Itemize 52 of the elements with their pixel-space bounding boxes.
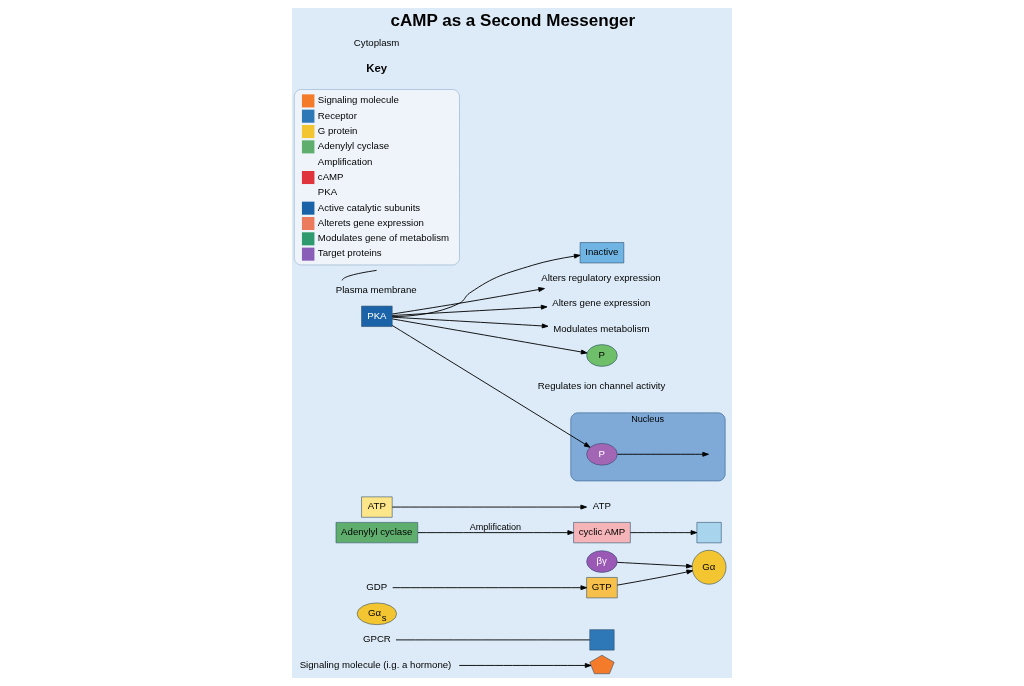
- arrow: [617, 451, 709, 457]
- arrow: [629, 530, 698, 536]
- node-box: [589, 629, 615, 651]
- node-text: Modulates metabolism: [553, 322, 650, 334]
- legend-label: Receptor: [317, 109, 357, 121]
- node-text: Signaling molecule (i.g. a hormone): [299, 658, 452, 670]
- node-box: ATP: [361, 496, 393, 518]
- node-box: Adenylyl cyclase: [335, 522, 419, 544]
- arrow: [391, 253, 581, 318]
- node-text: GDP: [366, 581, 388, 593]
- legend-label: Modulates gene of metabolism: [317, 232, 450, 244]
- arrow: [391, 325, 591, 448]
- legend-label: Active catalytic subunits: [317, 201, 421, 213]
- node-box: PKA: [361, 305, 393, 327]
- node-text: Alters gene expression: [552, 297, 651, 309]
- arrow: [391, 304, 548, 316]
- legend-label: Amplification: [317, 155, 373, 167]
- node-pentagon: [589, 654, 615, 674]
- legend-label: Alterets gene expression: [317, 216, 424, 228]
- arrow: [616, 561, 693, 569]
- arrow: [391, 504, 587, 510]
- node-ellipse: P: [586, 443, 618, 466]
- arrow: [616, 569, 694, 586]
- label: Cytoplasm: [353, 37, 400, 49]
- legend-label: Target proteins: [317, 247, 382, 259]
- legend-label: Signaling molecule: [317, 94, 399, 106]
- node-text: Plasma membrane: [335, 284, 417, 296]
- edge-label: Amplification: [469, 521, 522, 532]
- node-box: cyclic AMP: [573, 522, 631, 544]
- arrow: [392, 585, 588, 591]
- node-ellipse: βγ: [586, 550, 618, 573]
- arrow: [391, 318, 588, 355]
- node-box: Inactive: [579, 242, 625, 264]
- connector: [341, 269, 378, 281]
- node-text: Alters regulatory expression: [541, 271, 661, 283]
- label: Key: [366, 61, 388, 74]
- node-text: ATP: [592, 500, 611, 512]
- node-box: GTP: [586, 577, 618, 599]
- node-circle: Gα: [691, 550, 727, 585]
- node-label: Regulates ion channel activity: [537, 380, 666, 392]
- node-text: GPCR: [362, 633, 391, 645]
- arrow: [458, 663, 592, 668]
- legend-label: Adenylyl cyclase: [317, 140, 390, 152]
- node-box: [696, 522, 722, 544]
- legend-label: G protein: [317, 124, 358, 136]
- arrow: [391, 287, 545, 315]
- legend-label: cAMP: [317, 170, 344, 182]
- node-ellipse: P: [586, 344, 618, 367]
- arrow: [391, 316, 549, 329]
- legend-label: PKA: [317, 186, 338, 198]
- diagram-title: cAMP as a Second Messenger: [390, 10, 636, 30]
- arrow: [417, 530, 574, 536]
